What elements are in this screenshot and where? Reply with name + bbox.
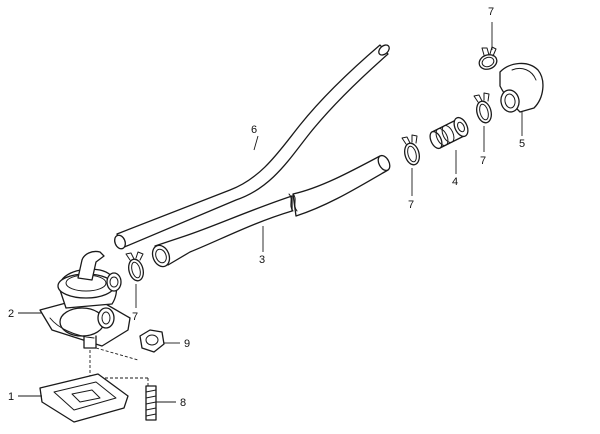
callout-2: 2 [8,308,14,320]
clamp-7-mid-right [473,92,492,124]
valve-2 [39,250,131,349]
callout-5: 5 [519,138,525,150]
callout-7-top: 7 [488,6,494,18]
hose-6 [114,44,390,250]
nut-9 [139,329,165,353]
callout-1: 1 [8,391,14,403]
connector-4 [429,116,469,150]
callout-7-lower-left: 7 [132,311,138,323]
callout-8: 8 [180,397,186,409]
callout-7-mid-right: 7 [480,155,486,167]
callout-3: 3 [259,254,265,266]
elbow-5 [499,62,544,113]
clamp-7-lower-left [125,251,144,282]
callout-4: 4 [452,176,458,188]
clamp-7-mid-left [401,134,420,166]
gasket-1 [39,373,129,423]
callout-labels: 6 3 4 5 7 7 7 7 2 1 8 9 [8,6,525,409]
callout-6: 6 [251,124,257,136]
stud-8 [145,385,157,421]
hose-3 [151,154,391,268]
clamp-7-top [478,46,498,70]
callout-9: 9 [184,338,190,350]
callout-7-mid-left: 7 [408,199,414,211]
leader-lines [18,22,523,403]
